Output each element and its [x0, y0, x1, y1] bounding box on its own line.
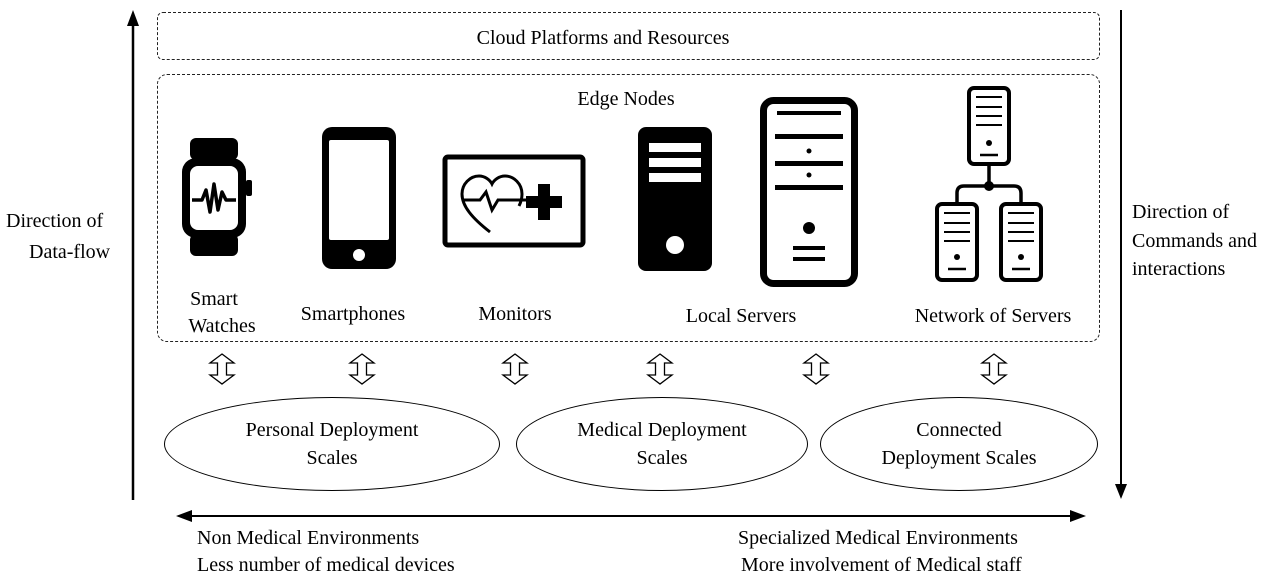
commands-label-line3: interactions [1132, 258, 1226, 280]
data-flow-label-line1: Direction of [6, 210, 104, 232]
server-network-icon [935, 86, 1043, 282]
smartwatch-label-line2: Watches [188, 315, 256, 337]
cloud-box [157, 12, 1100, 60]
monitor-icon [442, 154, 586, 248]
double-arrow-icon [501, 353, 529, 385]
smartphone-label: Smartphones [300, 303, 406, 325]
connected-deployment-line2: Deployment Scales [881, 447, 1037, 469]
double-arrow-icon [348, 353, 376, 385]
commands-label-line1: Direction of [1132, 201, 1230, 223]
edge-nodes-box [157, 74, 1100, 342]
specialized-env-line1: Specialized Medical Environments [738, 527, 1018, 549]
data-flow-label-line2: Data-flow [29, 241, 111, 263]
double-arrow-icon [980, 353, 1008, 385]
server-tower-icon [760, 97, 858, 287]
connected-deployment-line1: Connected [916, 419, 1002, 441]
double-arrow-icon [208, 353, 236, 385]
medical-deployment-line1: Medical Deployment [577, 419, 747, 441]
double-arrow-icon [646, 353, 674, 385]
network-servers-label: Network of Servers [914, 305, 1072, 327]
commands-label-line2: Commands and [1132, 230, 1257, 252]
smartphone-icon [322, 127, 396, 269]
non-medical-env-line1: Non Medical Environments [197, 527, 420, 549]
non-medical-env-line2: Less number of medical devices [197, 554, 455, 576]
specialized-env-line2: More involvement of Medical staff [741, 554, 1022, 576]
smartwatch-label-line1: Smart [190, 288, 238, 310]
server-icon [638, 127, 712, 271]
smartwatch-icon [182, 138, 252, 256]
local-servers-label: Local Servers [685, 305, 797, 327]
personal-deployment-line2: Scales [306, 447, 358, 469]
personal-deployment-line1: Personal Deployment [245, 419, 419, 441]
edge-nodes-title: Edge Nodes [577, 88, 675, 110]
cloud-label: Cloud Platforms and Resources [476, 27, 730, 49]
monitor-label: Monitors [478, 303, 552, 325]
medical-deployment-line2: Scales [636, 447, 688, 469]
double-arrow-icon [802, 353, 830, 385]
